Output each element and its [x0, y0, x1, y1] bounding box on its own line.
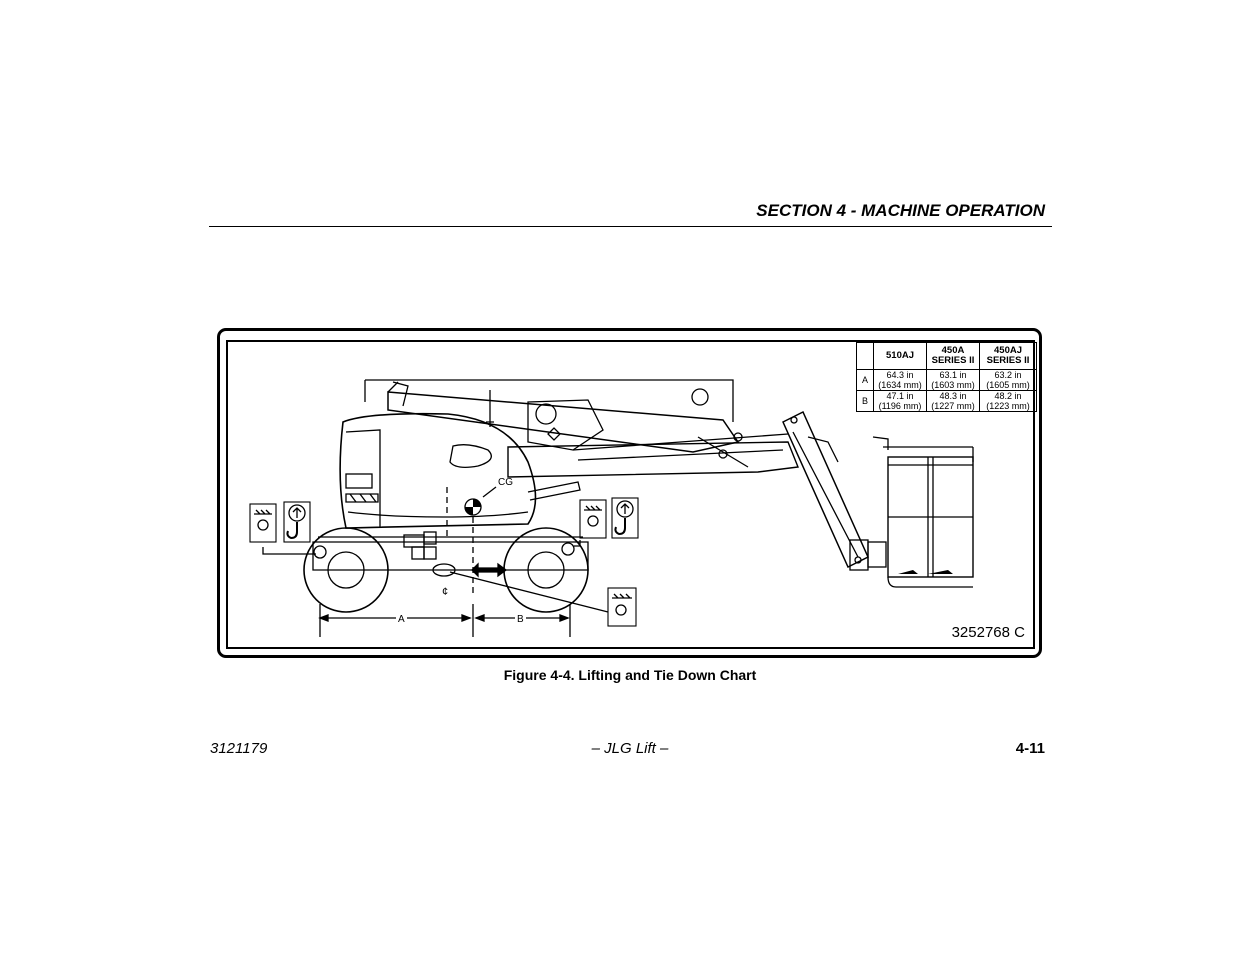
table-cell: 48.2 in(1223 mm)	[979, 390, 1037, 412]
figure-caption: Figure 4-4. Lifting and Tie Down Chart	[503, 667, 757, 683]
footer-title: – JLG Lift –	[591, 740, 669, 757]
value-mm: (1223 mm)	[986, 401, 1030, 411]
footer-doc-number: 3121179	[210, 740, 268, 757]
dimension-a-label: A	[396, 614, 407, 625]
figure-inner-border	[226, 340, 1035, 649]
value-in: 64.3 in	[886, 370, 914, 380]
cg-label: CG	[498, 477, 513, 488]
table-row: B 47.1 in(1196 mm) 48.3 in(1227 mm) 48.2…	[856, 390, 1037, 412]
value-in: 63.2 in	[994, 370, 1022, 380]
table-cell: 47.1 in(1196 mm)	[873, 390, 927, 412]
footer-page-number: 4-11	[1015, 740, 1045, 757]
machine-drawing	[249, 379, 974, 637]
table-cell: 63.2 in(1605 mm)	[979, 369, 1037, 391]
value-in: 47.1 in	[886, 391, 914, 401]
column-label: 450AJ	[994, 345, 1022, 356]
value-mm: (1634 mm)	[878, 380, 922, 390]
table-cell: 63.1 in(1603 mm)	[926, 369, 980, 391]
value-mm: (1605 mm)	[986, 380, 1030, 390]
value-mm: (1603 mm)	[931, 380, 975, 390]
column-sublabel: SERIES II	[931, 355, 975, 366]
column-label: 450A	[941, 345, 965, 356]
table-column-header: 510AJ	[873, 342, 927, 370]
table-cell: 48.3 in(1227 mm)	[926, 390, 980, 412]
dimension-b-label: B	[515, 614, 526, 625]
column-label: 510AJ	[886, 350, 914, 361]
row-label: B	[856, 390, 874, 412]
table-row: A 64.3 in(1634 mm) 63.1 in(1603 mm) 63.2…	[856, 369, 1037, 391]
table-corner-cell	[856, 342, 874, 370]
value-in: 48.2 in	[994, 391, 1022, 401]
table-cell: 64.3 in(1634 mm)	[873, 369, 927, 391]
part-number: 3252768 C	[951, 624, 1025, 641]
column-sublabel: SERIES II	[986, 355, 1030, 366]
value-in: 63.1 in	[939, 370, 967, 380]
value-in: 48.3 in	[939, 391, 967, 401]
section-title: SECTION 4 - MACHINE OPERATION	[756, 201, 1045, 220]
row-label: A	[856, 369, 874, 391]
figure-frame	[217, 328, 1042, 658]
value-mm: (1227 mm)	[931, 401, 975, 411]
value-mm: (1196 mm)	[878, 401, 922, 411]
centerline-symbol: ¢	[442, 586, 449, 598]
header-rule	[209, 226, 1052, 227]
